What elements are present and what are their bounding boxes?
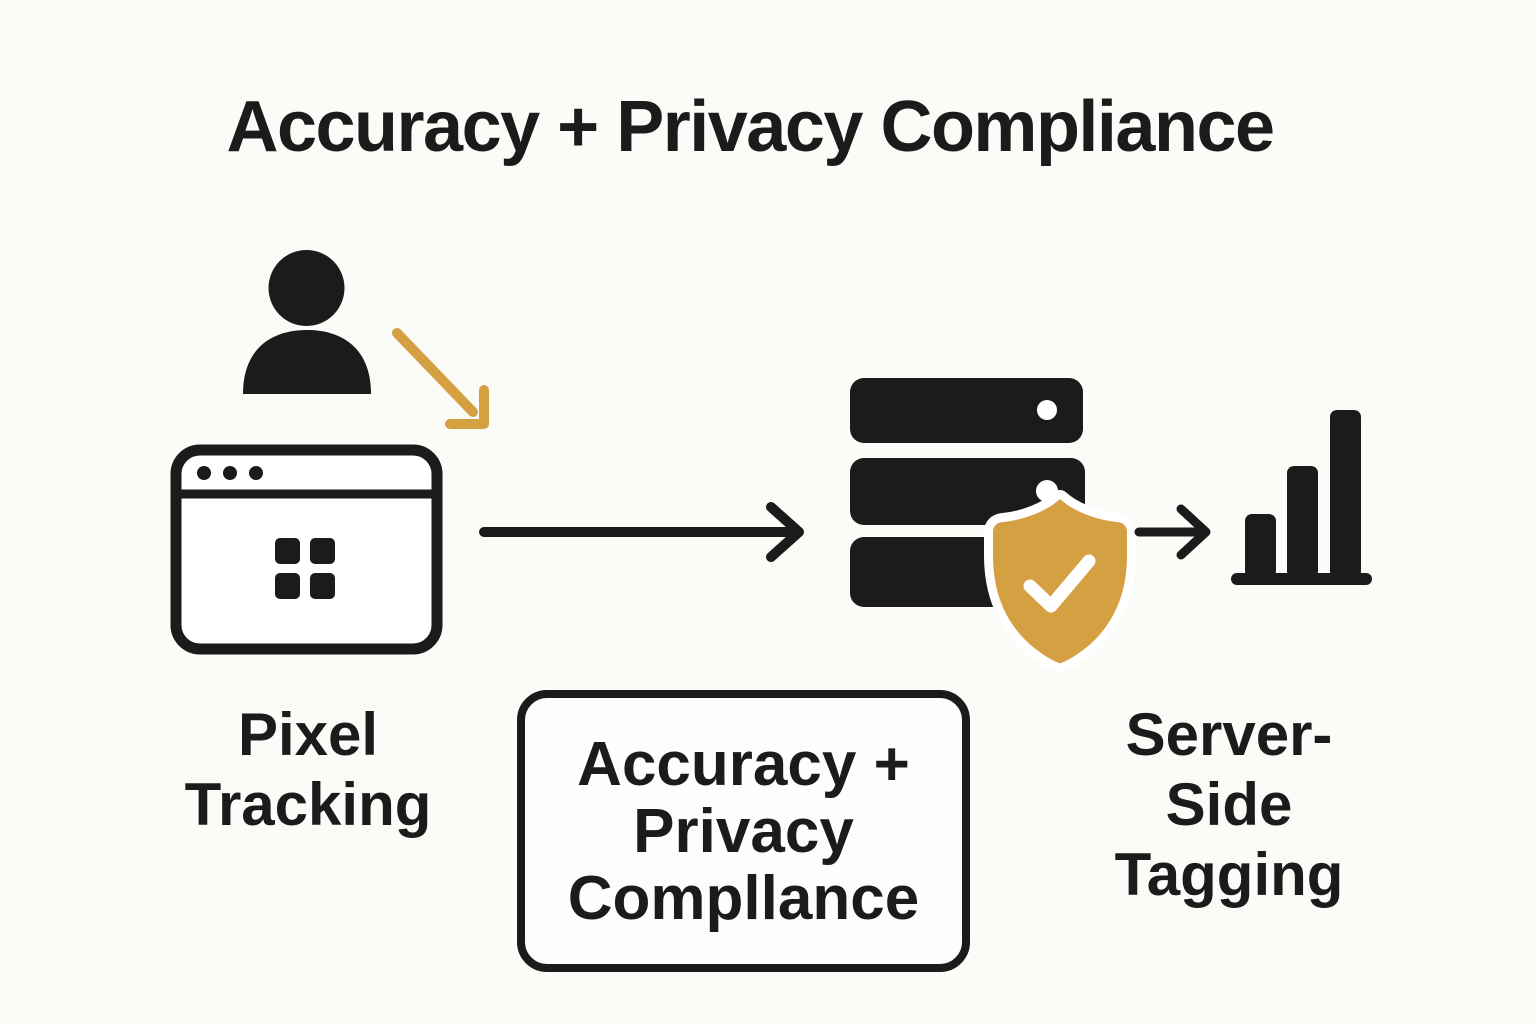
browser-window-icon xyxy=(170,444,443,655)
user-icon xyxy=(243,250,371,394)
center-box: Accuracy + Privacy Compllance xyxy=(517,690,970,972)
page-title: Accuracy + Privacy Compliance xyxy=(226,87,1275,167)
shield-check-icon xyxy=(984,490,1136,673)
bar-chart-icon xyxy=(1231,410,1372,585)
right-arrow-icon xyxy=(479,502,804,562)
label-server-side-tagging: Server-Side Tagging xyxy=(1114,701,1344,908)
gold-diagonal-arrow-icon xyxy=(392,328,489,429)
label-pixel-tracking: Pixel Tracking xyxy=(184,701,432,838)
center-box-label: Accuracy + Privacy Compllance xyxy=(567,729,920,933)
right-arrow-icon xyxy=(1134,504,1211,560)
